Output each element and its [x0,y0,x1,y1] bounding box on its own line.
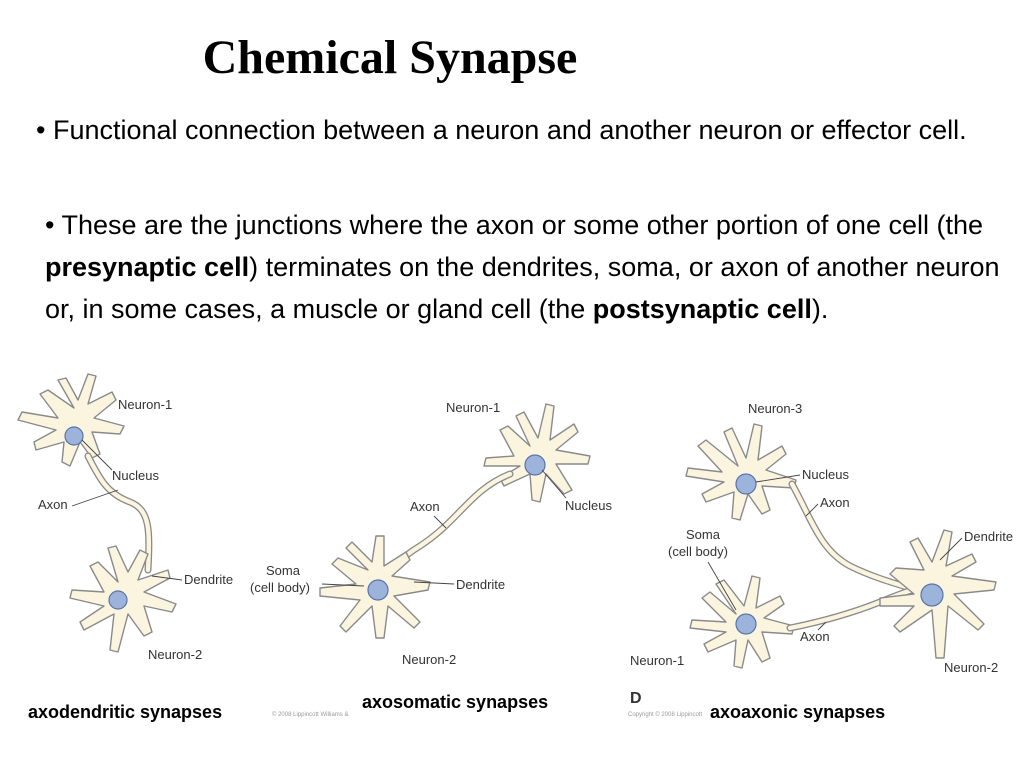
label-cell-body: (cell body) [668,544,728,559]
neuron-2-cell [69,545,177,653]
nucleus-icon [735,613,757,635]
axosomatic-diagram: Neuron-1 Axon Nucleus Soma (cell body) D… [250,400,612,667]
label-nucleus: Nucleus [112,468,159,483]
label-dendrite: Dendrite [456,577,505,592]
label-neuron-2: Neuron-2 [148,647,202,662]
bullet-text-part1: These are the junctions where the axon o… [61,210,984,240]
neuron-2-cell [879,529,997,659]
bullet-functional-connection: • Functional connection between a neuron… [36,112,996,149]
label-axon: Axon [38,497,68,512]
neuron-1-cell [17,373,125,467]
label-neuron-1: Neuron-1 [446,400,500,415]
neuron-3-cell [685,423,797,521]
neuron-2-cell [319,535,431,639]
bullet-text-part3: ). [811,294,829,324]
label-soma: Soma [266,563,301,578]
nucleus-icon [735,473,757,495]
bullet-text-part2: ) terminates on the dendrites, soma, or … [45,252,1000,324]
presynaptic-cell-term: presynaptic cell [45,252,250,282]
nucleus-icon [920,583,944,607]
axodendritic-diagram: Neuron-1 Nucleus Axon Dendrite Neuron-2 [17,373,233,662]
neuron-1-cell [483,403,591,503]
nucleus-icon [108,590,128,610]
caption-axosomatic: axosomatic synapses [362,692,549,712]
label-dendrite: Dendrite [184,572,233,587]
label-nucleus: Nucleus [565,498,612,513]
postsynaptic-cell-term: postsynaptic cell [592,294,812,324]
bullet-junctions: • These are the junctions where the axon… [45,204,1015,330]
credit-left: © 2008 Lippincott Williams & [272,712,349,718]
label-cell-body: (cell body) [250,580,310,595]
nucleus-icon [524,454,546,476]
label-nucleus: Nucleus [802,467,849,482]
panel-letter: D [630,690,642,707]
synapse-diagrams: .cell { fill:#fbf4df; stroke:#8a8a8a; st… [17,373,1013,675]
axoaxonic-diagram: Neuron-3 Nucleus Axon Soma (cell body) D… [630,401,1013,675]
page-title: Chemical Synapse [202,31,578,84]
caption-axodendritic: axodendritic synapses [28,702,223,722]
bullet-symbol: • [36,115,46,145]
caption-axoaxonic: axoaxonic synapses [710,702,886,722]
nucleus-icon [64,426,84,446]
label-axon-bottom: Axon [800,629,830,644]
bullet-symbol: • [45,210,55,240]
label-neuron-3: Neuron-3 [748,401,802,416]
nucleus-icon [367,579,389,601]
label-neuron-1: Neuron-1 [118,397,172,412]
label-axon-top: Axon [820,495,850,510]
neuron-1-cell [689,575,795,669]
label-neuron-2: Neuron-2 [944,660,998,675]
credit-right: Copyright © 2008 Lippincott [628,712,703,718]
label-axon: Axon [410,499,440,514]
label-soma: Soma [686,527,721,542]
label-neuron-1: Neuron-1 [630,653,684,668]
bullet-text: Functional connection between a neuron a… [52,115,967,145]
label-dendrite: Dendrite [964,529,1013,544]
label-neuron-2: Neuron-2 [402,652,456,667]
